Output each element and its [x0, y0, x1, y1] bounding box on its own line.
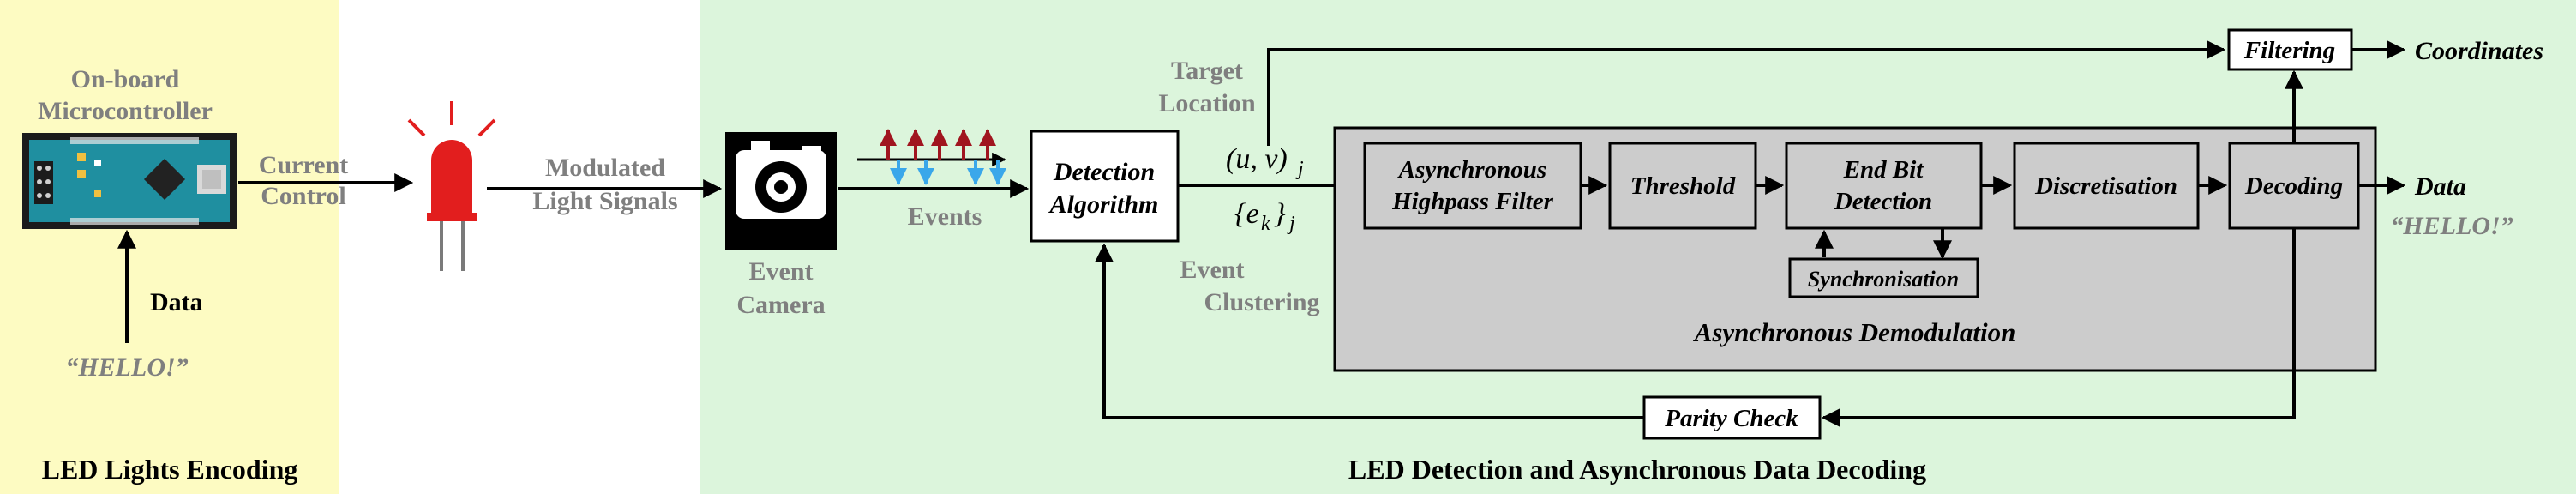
coordinates-label: Coordinates	[2415, 37, 2543, 65]
asynchronous-demodulation-label: Asynchronous Demodulation	[1693, 317, 2016, 347]
parity-check-label: Parity Check	[1664, 405, 1798, 432]
target-location-label: Target	[1171, 57, 1243, 85]
modulated-label: Modulated	[545, 154, 665, 182]
synchronisation-label: Synchronisation	[1808, 267, 1959, 292]
decoding-to-parity-arrow	[1821, 228, 2296, 427]
camera-label: Event	[749, 257, 814, 286]
ek-label: {e	[1234, 198, 1259, 230]
end-bit-detection-label-2: Detection	[1834, 188, 1932, 215]
event-spikes	[880, 129, 1006, 185]
highpass-filter-label: Asynchronous	[1397, 156, 1546, 184]
end-bit-detection-box	[1785, 142, 1983, 230]
current-control-label-2: Control	[261, 182, 345, 210]
microcontroller-icon	[22, 133, 237, 229]
parity-to-detection-arrow	[1095, 243, 1644, 419]
camera-label-2: Camera	[736, 291, 825, 319]
led-icon	[407, 101, 496, 271]
led-encoding-title: LED Lights Encoding	[42, 454, 298, 485]
event-clustering-label: Event	[1180, 256, 1245, 284]
end-bit-detection-label: End Bit	[1843, 156, 1924, 184]
highpass-filter-box	[1363, 142, 1582, 230]
decoding-box	[2228, 142, 2360, 230]
discretisation-label: Discretisation	[2034, 172, 2177, 200]
detection-algorithm-label-2: Algorithm	[1048, 190, 1159, 219]
synchronisation-box	[1788, 257, 1979, 298]
current-control-label: Current	[259, 151, 348, 179]
modulated-label-2: Light Signals	[532, 187, 677, 215]
camera-icon	[725, 132, 837, 250]
highpass-filter-label-2: Highpass Filter	[1391, 188, 1553, 215]
events-label: Events	[908, 202, 982, 231]
uv-subscript: j	[1295, 158, 1304, 180]
filtering-label: Filtering	[2243, 37, 2335, 64]
detection-algorithm-label: Detection	[1053, 158, 1155, 186]
ek-outer-subscript: j	[1287, 213, 1295, 235]
data-input-value: “HELLO!”	[65, 353, 188, 382]
detection-algorithm-box	[1030, 130, 1180, 243]
data-input-label: Data	[150, 288, 203, 316]
detection-decoding-title: LED Detection and Asynchronous Data Deco…	[1348, 454, 1926, 485]
threshold-box	[1608, 142, 1757, 230]
ek-subscript: k	[1261, 213, 1270, 235]
event-clustering-label-2: Clustering	[1204, 288, 1320, 316]
led-encoding-panel	[0, 0, 339, 494]
parity-check-box	[1642, 395, 1822, 440]
uv-label: (u, v)	[1226, 143, 1288, 175]
mcu-label: On-board	[71, 65, 180, 93]
data-output-label: Data	[2414, 172, 2466, 201]
target-location-arrow	[1267, 40, 2226, 146]
filtering-box	[2227, 28, 2353, 71]
target-location-label-2: Location	[1158, 89, 1256, 117]
discretisation-box	[2013, 142, 2200, 230]
threshold-label: Threshold	[1630, 172, 1736, 200]
decoding-label: Decoding	[2244, 172, 2343, 200]
ek-close: }	[1274, 198, 1286, 230]
data-output-value: “HELLO!”	[2390, 212, 2513, 240]
mcu-label-2: Microcontroller	[38, 97, 213, 125]
